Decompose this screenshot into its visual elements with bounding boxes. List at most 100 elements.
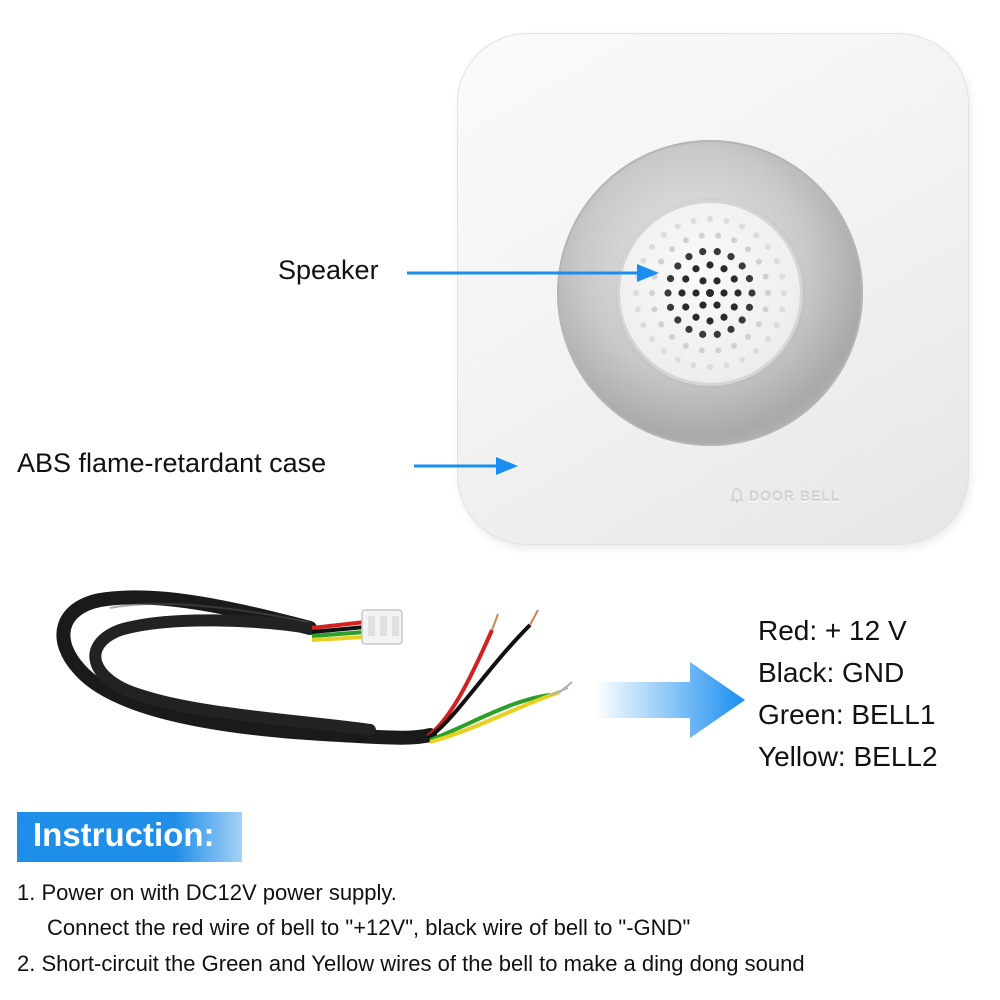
speaker-hole <box>685 253 693 261</box>
speaker-hole <box>633 290 639 296</box>
speaker-hole <box>699 277 707 285</box>
device-label: DOOR BELL <box>730 488 840 504</box>
speaker-hole <box>699 301 707 309</box>
case-arrow-icon <box>414 457 518 475</box>
speaker-hole <box>723 217 730 224</box>
speaker-hole <box>727 325 735 333</box>
speaker-hole <box>706 317 714 325</box>
speaker-hole <box>713 277 721 285</box>
speaker-hole <box>666 275 675 283</box>
speaker-hole <box>640 257 647 264</box>
speaker-hole <box>755 321 762 328</box>
speaker-hole <box>682 303 690 311</box>
speaker-hole <box>730 303 738 311</box>
speaker-hole <box>649 290 655 296</box>
speaker-hole <box>781 290 787 296</box>
speaker-hole <box>762 306 769 313</box>
speaker-hole <box>706 261 714 269</box>
speaker-hole <box>762 273 769 280</box>
speaker-hole <box>765 290 771 296</box>
speaker-arrow-icon <box>407 264 659 282</box>
speaker-hole <box>651 306 658 313</box>
speaker-hole <box>660 232 667 239</box>
speaker-hole <box>699 330 707 338</box>
instruction-step-2: 2. Short-circuit the Green and Yellow wi… <box>17 951 805 976</box>
speaker-hole <box>745 303 754 311</box>
speaker-hole <box>739 223 746 230</box>
speaker-hole <box>692 265 700 273</box>
speaker-hole <box>674 356 681 363</box>
speaker-hole <box>658 321 665 328</box>
speaker-hole <box>720 313 728 321</box>
speaker-hole <box>748 289 756 297</box>
speaker-hole <box>698 232 705 239</box>
speaker-hole <box>764 243 771 250</box>
wire-legend-green: Green: BELL1 <box>758 699 936 730</box>
speaker-hole <box>779 306 786 313</box>
wire-direction-arrow-icon <box>595 662 745 738</box>
speaker-hole <box>745 275 754 283</box>
speaker-hole <box>649 336 656 343</box>
speaker-hole <box>744 246 751 253</box>
speaker-hole <box>738 316 746 324</box>
instruction-title: Instruction: <box>33 816 215 853</box>
speaker-hole <box>690 217 697 224</box>
speaker-hole <box>678 289 686 297</box>
speaker-hole <box>682 237 689 244</box>
speaker-hole <box>715 232 722 239</box>
wire-legend-yellow: Yellow: BELL2 <box>758 741 938 772</box>
instruction-step-1: 1. Power on with DC12V power supply. <box>17 880 397 905</box>
wire-legend-black: Black: GND <box>758 657 905 688</box>
speaker-hole <box>730 275 738 283</box>
speaker-hole <box>634 306 641 313</box>
case-callout-label: ABS flame-retardant case <box>17 448 327 478</box>
speaker-hole <box>713 248 721 256</box>
bell-icon <box>730 488 744 503</box>
speaker-holes <box>633 216 787 370</box>
speaker-hole <box>720 265 728 273</box>
speaker-hole <box>779 273 786 280</box>
speaker-hole <box>674 262 682 270</box>
speaker-hole <box>720 289 728 297</box>
speaker-hole <box>739 356 746 363</box>
speaker-hole <box>706 289 714 297</box>
speaker-hole <box>753 232 760 239</box>
speaker-hole <box>669 333 676 340</box>
speaker-hole <box>666 303 675 311</box>
speaker-hole <box>698 347 705 354</box>
speaker-hole <box>658 258 665 265</box>
speaker-hole <box>685 325 693 333</box>
device-label-text: DOOR BELL <box>749 488 841 504</box>
speaker-hole <box>773 322 780 329</box>
instruction-banner <box>17 812 242 862</box>
instruction-step-1-detail: Connect the red wire of bell to "+12V", … <box>47 915 691 940</box>
speaker-hole <box>692 289 700 297</box>
speaker-hole <box>744 333 751 340</box>
wire-legend-red: Red: + 12 V <box>758 615 907 646</box>
speaker-hole <box>692 313 700 321</box>
speaker-hole <box>727 253 735 261</box>
speaker-hole <box>682 275 690 283</box>
speaker-hole <box>773 257 780 264</box>
speaker-hole <box>755 258 762 265</box>
speaker-hole <box>682 342 689 349</box>
speaker-hole <box>660 347 667 354</box>
speaker-hole <box>723 362 730 369</box>
speaker-callout-label: Speaker <box>278 255 379 285</box>
speaker-hole <box>738 262 746 270</box>
speaker-hole <box>664 289 672 297</box>
speaker-hole <box>713 301 721 309</box>
speaker-hole <box>764 336 771 343</box>
speaker-hole <box>649 243 656 250</box>
speaker-hole <box>731 342 738 349</box>
speaker-hole <box>715 347 722 354</box>
speaker-hole <box>713 330 721 338</box>
speaker-hole <box>669 246 676 253</box>
speaker-hole <box>699 248 707 256</box>
speaker-hole <box>690 362 697 369</box>
speaker-hole <box>753 347 760 354</box>
doorbell-cable-illustration <box>56 590 573 745</box>
speaker-hole <box>674 316 682 324</box>
speaker-hole <box>674 223 681 230</box>
speaker-hole <box>731 237 738 244</box>
